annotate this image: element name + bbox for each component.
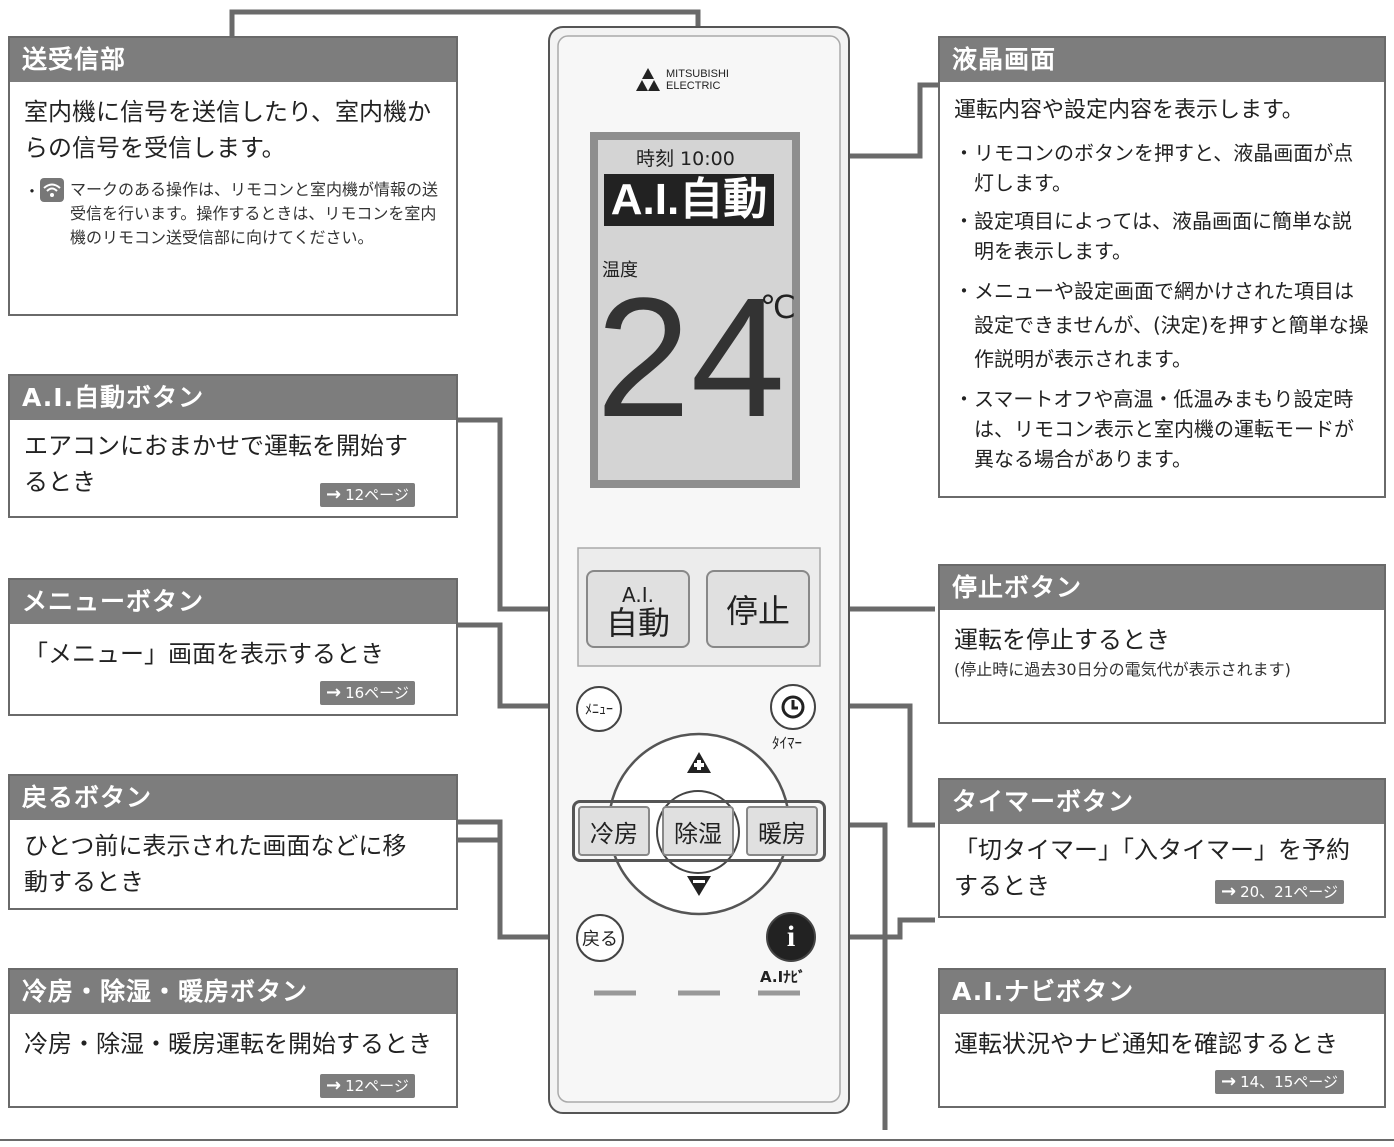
lcd-bullet-3: メニューや設定画面で網かけされた項目は設定できませんが、(決定)を押すと簡単な操… (954, 274, 1370, 376)
box-title: A.I.ナビボタン (940, 970, 1384, 1014)
page-ref-text: 12ページ (345, 1077, 409, 1095)
page-ref-ainavi[interactable]: →14、15ページ (1215, 1070, 1344, 1094)
brand-text: MITSUBISHI ELECTRIC (666, 68, 729, 92)
cool-button-label: 冷房 (590, 819, 638, 848)
box-title: 液晶画面 (940, 38, 1384, 82)
up-arrow-button[interactable] (686, 750, 712, 776)
box-text: ひとつ前に表示された画面などに移動するとき (24, 832, 407, 896)
lcd-bullet-4: スマートオフや高温・低温みまもり設定時は、リモコン表示と室内機の運転モードが異な… (954, 384, 1370, 474)
page-ref-timer[interactable]: →20、21ページ (1215, 880, 1344, 904)
clock-icon (781, 695, 805, 719)
box-menu: メニューボタン 「メニュー」画面を表示するとき (8, 578, 458, 716)
ai-auto-button-bottom: 自動 (605, 604, 670, 642)
box-text: エアコンにおまかせで運転を開始するとき (24, 432, 408, 496)
box-soujushin: 送受信部 室内機に信号を送信したり、室内機からの信号を受信します。 ・ マークの… (8, 36, 458, 316)
ai-auto-button[interactable]: A.I. 自動 (586, 570, 690, 648)
down-arrow-button[interactable] (686, 874, 712, 898)
box-back: 戻るボタン ひとつ前に表示された画面などに移動するとき (8, 774, 458, 910)
info-icon: i (786, 920, 796, 953)
box-note: マークのある操作は、リモコンと室内機が情報の送受信を行います。操作するときは、リ… (70, 180, 439, 247)
dry-button-label: 除湿 (674, 819, 722, 848)
remote-control: MITSUBISHI ELECTRIC 時刻 10:00 A.I.自動 温度 2… (548, 26, 850, 1116)
bullet-dot: ・ (24, 182, 41, 201)
page-ref-text: 16ページ (345, 684, 409, 702)
box-title: 戻るボタン (10, 776, 456, 820)
lcd-temp-label: 温度 (602, 260, 638, 281)
box-text: 運転を停止するとき (954, 626, 1170, 654)
ai-auto-button-top: A.I. (622, 583, 654, 607)
page-ref-text: 20、21ページ (1240, 883, 1338, 901)
timer-button[interactable] (770, 684, 816, 730)
timer-button-label: ﾀｲﾏｰ (772, 734, 803, 752)
page-ref-text: 12ページ (345, 486, 409, 504)
box-text: 「切タイマー」「入タイマー」を予約するとき (954, 836, 1350, 900)
box-lcd: 液晶画面 運転内容や設定内容を表示します。 リモコンのボタンを押すと、液晶画面が… (938, 36, 1386, 498)
box-note: (停止時に過去30日分の電気代が表示されます) (954, 660, 1291, 679)
dry-button[interactable]: 除湿 (662, 806, 734, 856)
box-text: 「メニュー」画面を表示するとき (24, 640, 384, 668)
ainavi-button[interactable]: i (766, 912, 816, 962)
menu-button-label: ﾒﾆｭｰ (585, 702, 613, 718)
up-arrow-icon (687, 752, 711, 773)
box-timer: タイマーボタン 「切タイマー」「入タイマー」を予約するとき (938, 778, 1386, 918)
wifi-icon (40, 178, 65, 202)
menu-button[interactable]: ﾒﾆｭｰ (576, 686, 622, 732)
box-title: A.I.自動ボタン (10, 376, 456, 420)
heat-button-label: 暖房 (758, 819, 806, 848)
lcd-bullet-1: リモコンのボタンを押すと、液晶画面が点灯します。 (954, 138, 1370, 198)
lcd-mode: A.I.自動 (604, 174, 774, 226)
page-ref-mode[interactable]: →12ページ (320, 1074, 415, 1098)
arrow-right-icon: → (326, 682, 342, 703)
box-ainavi: A.I.ナビボタン 運転状況やナビ通知を確認するとき (938, 968, 1386, 1108)
lcd-bullet-2: 設定項目によっては、液晶画面に簡単な説明を表示します。 (954, 206, 1370, 266)
ainavi-button-label: A.Iﾅﾋﾞ (760, 968, 806, 986)
box-title: タイマーボタン (940, 780, 1384, 824)
mitsubishi-logo-icon (636, 68, 660, 91)
box-title: 送受信部 (10, 38, 456, 82)
page-ref-menu[interactable]: →16ページ (320, 681, 415, 705)
page-ref-text: 14、15ページ (1240, 1073, 1338, 1091)
box-stop: 停止ボタン 運転を停止するとき (停止時に過去30日分の電気代が表示されます) (938, 564, 1386, 724)
box-title: 停止ボタン (940, 566, 1384, 610)
box-text: 室内機に信号を送信したり、室内機からの信号を受信します。 (24, 98, 432, 162)
back-button-label: 戻る (582, 929, 618, 950)
stop-button-label: 停止 (725, 592, 790, 630)
cool-button[interactable]: 冷房 (578, 806, 650, 856)
lcd-time: 時刻 10:00 (636, 148, 735, 170)
box-title: 冷房・除湿・暖房ボタン (10, 970, 456, 1014)
arrow-right-icon: → (1221, 1071, 1237, 1092)
arrow-right-icon: → (326, 484, 342, 505)
arrow-right-icon: → (326, 1075, 342, 1096)
mode-buttons-container (572, 800, 826, 862)
back-button[interactable]: 戻る (576, 914, 624, 962)
stop-button[interactable]: 停止 (706, 570, 810, 648)
page-ref-ai-auto[interactable]: →12ページ (320, 483, 415, 507)
box-text: 運転状況やナビ通知を確認するとき (954, 1030, 1338, 1058)
down-arrow-icon (687, 876, 711, 896)
arrow-right-icon: → (1221, 881, 1237, 902)
lcd-temp-value: 24 (596, 263, 786, 453)
box-text: 運転内容や設定内容を表示します。 (954, 98, 1304, 123)
lcd-unit: ℃ (760, 288, 796, 326)
box-title: メニューボタン (10, 580, 456, 624)
heat-button[interactable]: 暖房 (746, 806, 818, 856)
box-text: 冷房・除湿・暖房運転を開始するとき (24, 1030, 432, 1058)
